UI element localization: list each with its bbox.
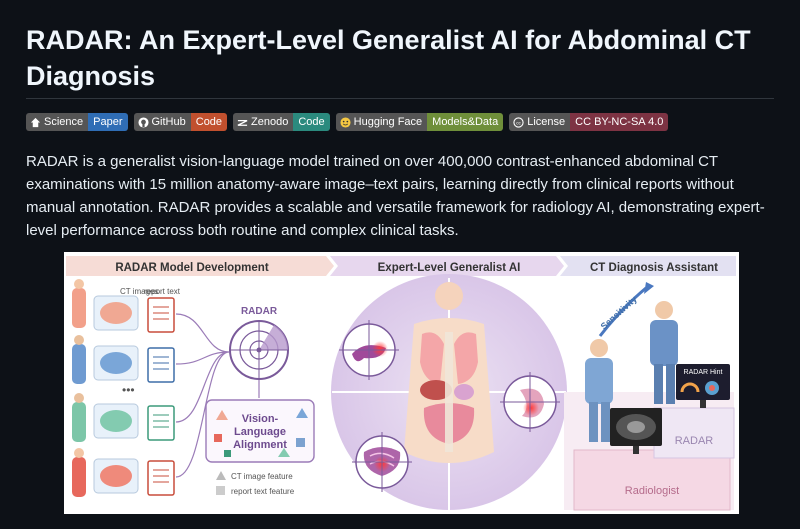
legend-ct-text: CT image feature <box>231 472 293 481</box>
badge-message: Code <box>190 113 228 131</box>
science-icon <box>30 117 41 127</box>
connector-lines <box>175 313 230 478</box>
radar-box-label: RADAR <box>675 435 714 447</box>
license-badge[interactable]: cc License CC BY-NC-SA 4.0 <box>509 113 669 131</box>
doctor-back <box>650 301 678 404</box>
panel2-banner <box>330 256 564 276</box>
github-code-badge[interactable]: GitHub Code <box>133 113 228 131</box>
panel2-title: Expert-Level Generalist AI <box>378 262 521 274</box>
cc-icon: cc <box>513 116 524 128</box>
svg-text:cc: cc <box>516 120 521 125</box>
radar-hint-label: RADAR Hint <box>684 369 723 376</box>
panel3-banner <box>560 256 736 276</box>
patient-row-2 <box>72 335 175 384</box>
science-paper-badge[interactable]: Science Paper <box>26 113 128 131</box>
badge-label: GitHub <box>151 116 186 128</box>
legend-ct-marker <box>216 471 226 480</box>
badge-label: Hugging Face <box>353 116 423 128</box>
ct-monitor <box>610 408 662 454</box>
radiologist-label: Radiologist <box>625 485 679 497</box>
panel3-title: CT Diagnosis Assistant <box>590 262 718 274</box>
overview-figure: RADAR Model Development Expert-Level Gen… <box>64 252 739 514</box>
badge-message: Models&Data <box>427 113 504 131</box>
patient-row-4 <box>72 448 175 497</box>
ct-images-label: CT images <box>120 287 159 296</box>
vla-line3: Alignment <box>233 439 287 451</box>
pancreas-target <box>339 320 399 380</box>
page-title: RADAR: An Expert-Level Generalist AI for… <box>26 25 751 91</box>
badge-row: Science Paper GitHub Code Zenodo Code Hu… <box>26 113 669 131</box>
zenodo-icon <box>237 119 248 126</box>
hugging-face-icon <box>340 116 351 128</box>
report-text-label: report text <box>144 287 181 296</box>
badge-message: Paper <box>88 113 128 131</box>
stomach-target <box>500 372 560 432</box>
hugging-face-badge[interactable]: Hugging Face Models&Data <box>335 113 504 131</box>
vla-box <box>205 399 315 463</box>
legend-report-marker <box>216 486 225 495</box>
radar-hint-monitor: RADAR Hint <box>676 364 730 408</box>
ellipsis: ••• <box>122 383 135 397</box>
human-body-illustration <box>404 282 494 463</box>
vla-line2: Language <box>234 426 286 438</box>
panel1-banner <box>66 256 334 276</box>
github-icon <box>137 116 149 128</box>
patient-row-1 <box>72 279 175 333</box>
panel1-title: RADAR Model Development <box>115 262 269 274</box>
project-description: RADAR is a generalist vision-language mo… <box>26 153 765 239</box>
sensitivity-arrow <box>598 286 647 337</box>
sensitivity-label: Sensitivity <box>599 294 639 332</box>
radar-emblem-label: RADAR <box>241 306 278 317</box>
intestine-target <box>352 432 412 492</box>
badge-message: CC BY-NC-SA 4.0 <box>570 113 669 131</box>
patient-row-3 <box>72 393 175 442</box>
radiologist-desk <box>573 449 731 511</box>
badge-label: Zenodo <box>251 116 289 128</box>
radar-desk <box>653 407 735 459</box>
radar-emblem <box>229 320 289 380</box>
vla-line1: Vision- <box>242 413 279 425</box>
badge-label: License <box>527 116 566 128</box>
legend-report-text: report text feature <box>231 487 295 496</box>
badge-message: Code <box>293 113 330 131</box>
heading-divider <box>26 98 774 99</box>
zenodo-code-badge[interactable]: Zenodo Code <box>233 113 330 131</box>
badge-label: Science <box>44 116 84 128</box>
doctor-front <box>585 339 613 442</box>
